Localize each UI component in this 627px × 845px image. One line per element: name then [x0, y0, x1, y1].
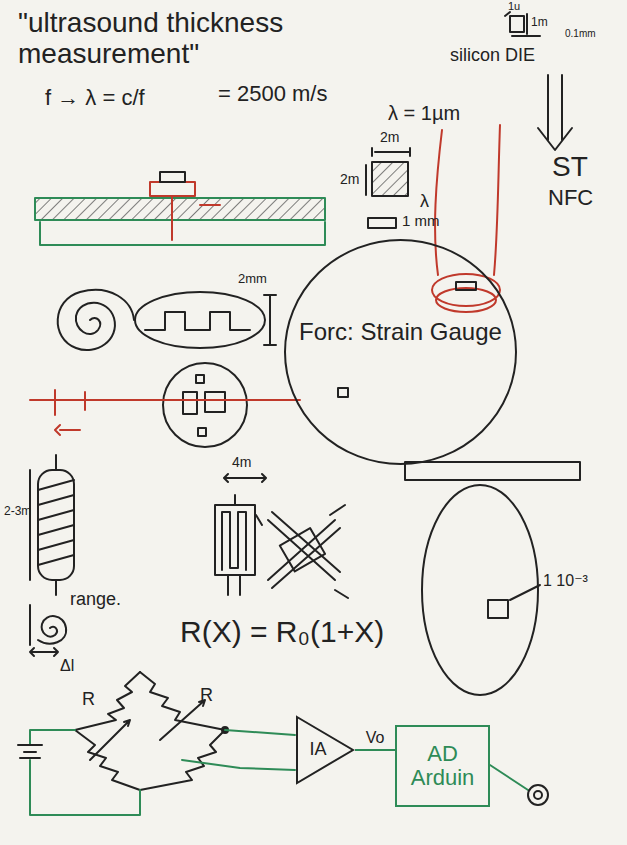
label: λ = 1µm — [388, 102, 460, 124]
label: NFC — [548, 186, 593, 210]
label: 4m — [232, 455, 251, 470]
rosette-gauge — [256, 505, 348, 598]
label: 1u — [508, 0, 520, 12]
label: = 2500 m/s — [218, 82, 327, 106]
label: 1m — [531, 16, 548, 29]
label: 2m — [380, 130, 399, 145]
spiral — [30, 605, 66, 656]
ellipse-outline — [285, 240, 516, 464]
hatched-square — [372, 162, 408, 196]
label: 2mm — [238, 272, 267, 286]
label: R(X) = R₀(1+X) — [180, 615, 384, 648]
box-outline — [396, 726, 489, 806]
gauge-square — [488, 600, 508, 618]
signal-label: Vo — [366, 729, 385, 747]
label: 1 mm — [402, 213, 440, 230]
force-ellipse-outline — [283, 238, 518, 466]
label: R — [200, 686, 213, 706]
silicon-die — [505, 12, 572, 150]
node-text: Forc: Strain Gauge — [293, 319, 508, 345]
label: 2m — [340, 172, 359, 187]
label: 0.1mm — [565, 28, 596, 39]
wheatstone-bridge — [75, 672, 228, 790]
output-port — [528, 785, 548, 805]
small-square — [338, 388, 348, 397]
beam — [405, 462, 580, 480]
leader-line — [510, 585, 540, 600]
label: Δl — [60, 657, 74, 675]
label: ST — [552, 152, 588, 183]
force-ellipse: Forc: Strain Gauge — [283, 238, 518, 466]
label: λ — [420, 192, 429, 212]
triangle-outline — [297, 717, 353, 783]
connector — [355, 749, 395, 751]
probe — [432, 125, 500, 312]
node-text: AD Arduin — [395, 742, 490, 790]
label: 1 10⁻³ — [543, 572, 588, 590]
node-text: IA — [309, 740, 340, 760]
plate — [35, 172, 325, 245]
coil-antenna — [58, 290, 276, 350]
label: range. — [70, 590, 121, 610]
wound-coil — [30, 455, 74, 595]
label: R — [82, 690, 95, 710]
dimension-marks — [366, 148, 410, 195]
label: 2-3m — [4, 505, 31, 518]
battery-wiring — [18, 730, 528, 815]
zoom-ellipse — [422, 485, 538, 695]
circle-with-pads — [163, 363, 247, 447]
title: "ultrasound thickness measurement" — [18, 8, 348, 70]
label: silicon DIE — [450, 46, 535, 66]
output-port — [534, 791, 542, 799]
label: f → λ = c/f — [45, 86, 145, 110]
red-line — [30, 390, 300, 435]
amplifier-triangle: IA — [295, 715, 355, 785]
adc-box: AD Arduin — [395, 725, 490, 807]
thin-bar — [368, 218, 396, 228]
strain-gauge — [215, 474, 266, 595]
